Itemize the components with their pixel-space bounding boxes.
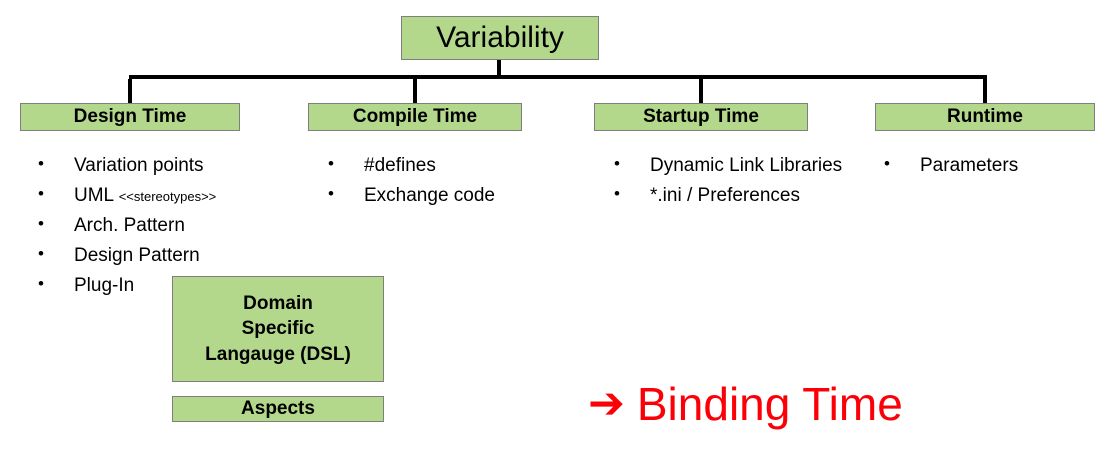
list-item: Arch. Pattern xyxy=(30,211,300,240)
dsl-line-1: Domain xyxy=(243,292,313,314)
dsl-line-2: Specific xyxy=(241,318,315,340)
bullet-list-runtime: Parameters xyxy=(876,151,1096,182)
binding-time-label: Binding Time xyxy=(636,378,903,430)
list-item: Parameters xyxy=(876,151,1096,180)
connector-drop-design-time xyxy=(128,79,132,103)
right-arrow-icon: ➔ xyxy=(588,378,625,429)
header-label-startup-time: Startup Time xyxy=(643,106,759,127)
box-domain-specific-language: Domain Specific Langauge (DSL) xyxy=(172,276,384,382)
list-item: Variation points xyxy=(30,151,300,180)
list-item-stereotype-note: <<stereotypes>> xyxy=(118,189,217,205)
connector-drop-compile-time xyxy=(413,79,417,103)
bullet-list-compile-time: #defines Exchange code xyxy=(320,151,570,212)
list-item-label: Exchange code xyxy=(364,185,495,207)
connector-drop-startup-time xyxy=(699,79,703,103)
header-box-runtime: Runtime xyxy=(875,103,1095,131)
list-item: Design Pattern xyxy=(30,241,300,270)
list-item: UML <<stereotypes>> xyxy=(30,181,300,210)
list-item-label: Parameters xyxy=(920,155,1019,176)
root-box-variability: Variability xyxy=(401,16,599,60)
list-item: Exchange code xyxy=(320,181,570,210)
header-box-design-time: Design Time xyxy=(20,103,240,131)
list-item-label: UML xyxy=(74,185,119,207)
list-item-label: Design Pattern xyxy=(74,245,200,267)
root-box-label: Variability xyxy=(436,21,564,54)
header-box-compile-time: Compile Time xyxy=(308,103,522,131)
list-item-label: *.ini / Preferences xyxy=(650,185,800,207)
connector-horizontal-bus xyxy=(129,75,987,79)
list-item: Dynamic Link Libraries xyxy=(606,151,856,180)
connector-drop-runtime xyxy=(983,79,987,103)
aspects-label: Aspects xyxy=(241,398,315,419)
bullet-list-design-time: Variation points UML <<stereotypes>> Arc… xyxy=(30,151,300,303)
list-item-label: Plug-In xyxy=(74,275,135,297)
binding-time-callout: ➔ Binding Time xyxy=(588,381,903,427)
list-item: *.ini / Preferences xyxy=(606,181,856,210)
box-aspects: Aspects xyxy=(172,396,384,422)
connector-root-stem xyxy=(497,60,501,78)
list-item: #defines xyxy=(320,151,570,180)
header-label-runtime: Runtime xyxy=(947,106,1023,127)
header-box-startup-time: Startup Time xyxy=(594,103,808,131)
bullet-list-startup-time: Dynamic Link Libraries *.ini / Preferenc… xyxy=(606,151,856,212)
header-label-design-time: Design Time xyxy=(73,106,187,127)
list-item: Plug-In xyxy=(30,271,300,300)
dsl-line-3: Langauge (DSL) xyxy=(205,343,351,365)
header-label-compile-time: Compile Time xyxy=(352,106,478,127)
list-item-label: Dynamic Link Libraries xyxy=(650,155,843,176)
list-item-label: #defines xyxy=(364,155,436,176)
list-item-label: Arch. Pattern xyxy=(74,215,185,237)
list-item-label: Variation points xyxy=(74,155,204,176)
